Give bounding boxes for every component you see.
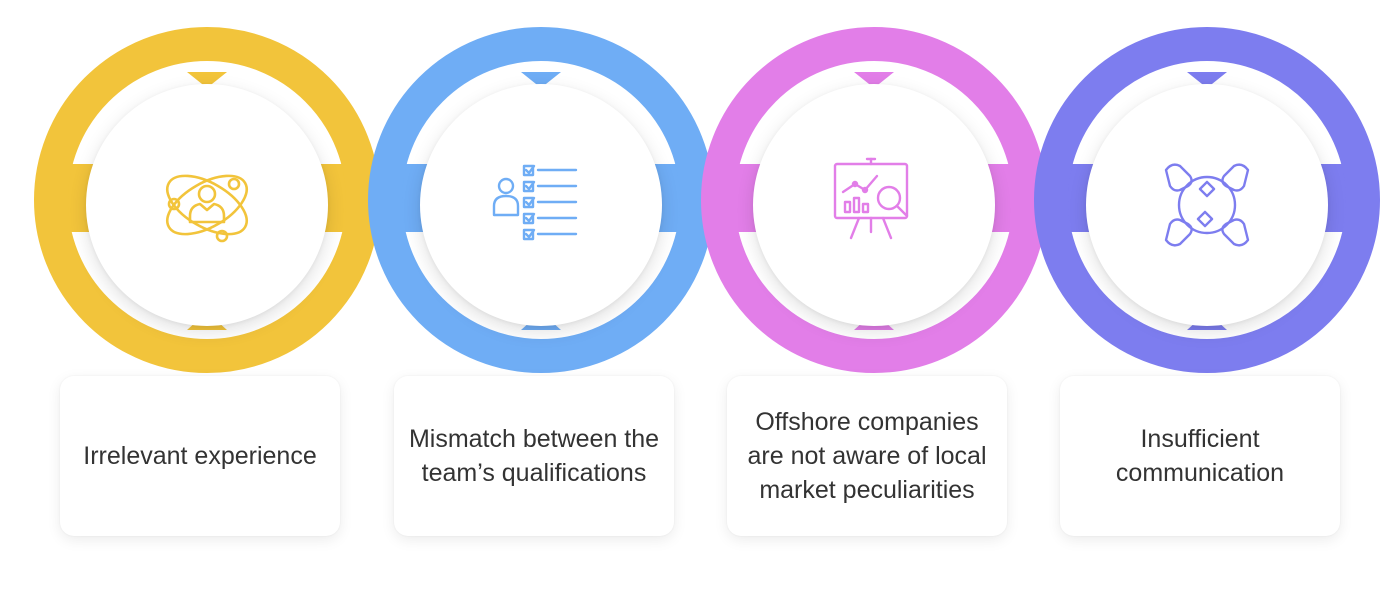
step-team-mismatch: Mismatch between the team’s qualificatio… [368, 0, 714, 594]
ring-top-notch [1187, 72, 1227, 88]
handshake-network-icon [1164, 163, 1250, 247]
step-label: Offshore companies are not aware of loca… [747, 408, 987, 504]
ring-top-notch [187, 72, 227, 88]
step-label: Insufficient communication [1115, 425, 1285, 487]
ring-top-notch [521, 72, 561, 88]
ring-top-notch [854, 72, 894, 88]
step-card: Offshore companies are not aware of loca… [727, 376, 1007, 536]
ring-circle [701, 27, 1047, 373]
ring-circle [368, 27, 714, 373]
atom-person-icon [166, 174, 248, 243]
step-card: Irrelevant experience [60, 376, 340, 536]
inner-circle [753, 84, 995, 326]
inner-circle [86, 84, 328, 326]
step-irrelevant-experience: Irrelevant experience [34, 0, 380, 594]
ring-circle [1034, 27, 1380, 373]
step-insufficient-communication: Insufficient communication [1034, 0, 1380, 594]
inner-circle [1086, 84, 1328, 326]
step-label: Irrelevant experience [83, 442, 317, 470]
step-offshore-unaware: Offshore companies are not aware of loca… [701, 0, 1047, 594]
presentation-analytics-icon [833, 157, 909, 240]
inner-circle [420, 84, 662, 326]
step-label: Mismatch between the team’s qualificatio… [408, 425, 660, 487]
ring-circle [34, 27, 380, 373]
step-card: Mismatch between the team’s qualificatio… [394, 376, 674, 536]
step-card: Insufficient communication [1060, 376, 1340, 536]
checklist-person-icon [492, 164, 578, 241]
